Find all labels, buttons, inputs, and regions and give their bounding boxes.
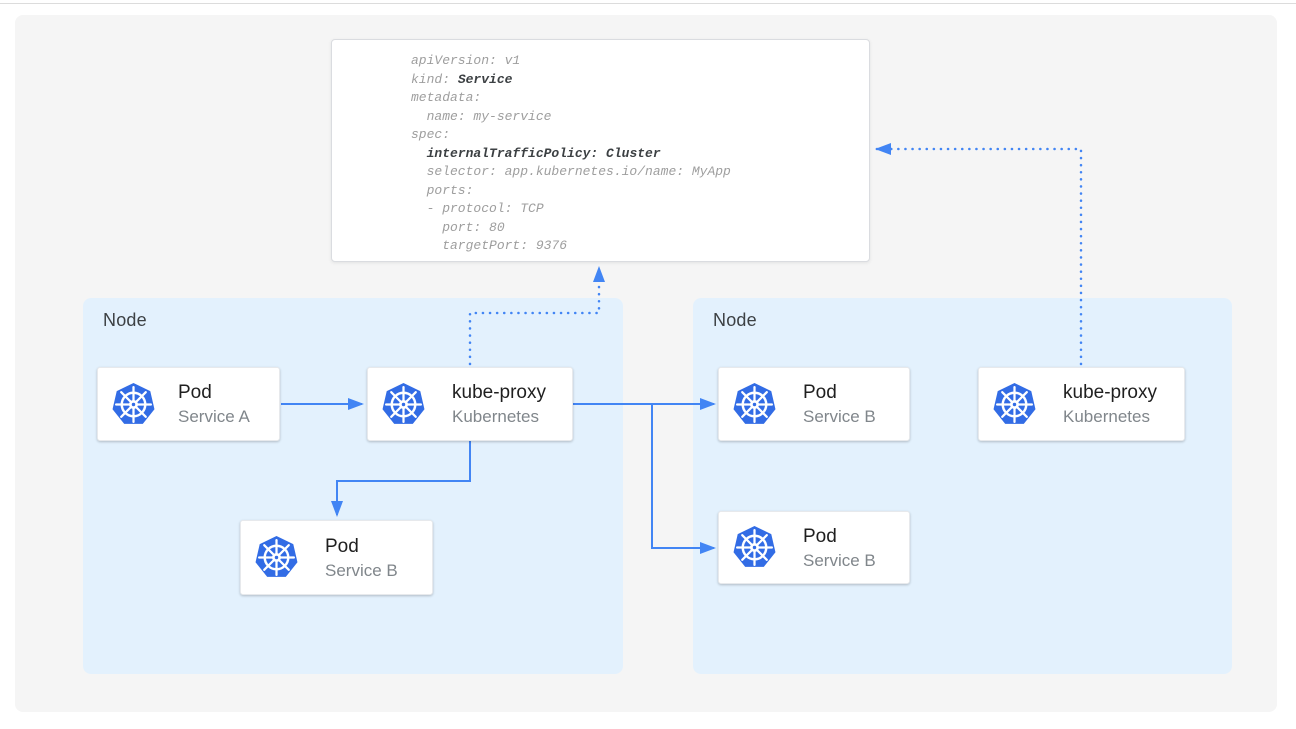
card-subtitle: Service B bbox=[325, 560, 398, 580]
card-text: Pod Service B bbox=[803, 380, 876, 428]
kubernetes-icon bbox=[733, 526, 776, 567]
card-title: kube-proxy bbox=[452, 382, 546, 403]
node-panel-right: Node bbox=[693, 298, 1232, 674]
kubernetes-icon bbox=[112, 382, 155, 424]
code-line: kind: Service bbox=[411, 71, 513, 87]
code-line: name: my-service bbox=[411, 108, 552, 124]
card-subtitle: Kubernetes bbox=[1063, 407, 1150, 426]
code-line: selector: app.kubernetes.io/name: MyApp bbox=[411, 164, 731, 179]
page-top-divider bbox=[0, 3, 1296, 4]
card-text: kube-proxy Kubernetes bbox=[1063, 380, 1157, 428]
card-subtitle: Service B bbox=[803, 550, 876, 570]
card-text: Pod Service A bbox=[178, 380, 250, 428]
service-yaml-card: apiVersion: v1 kind: Service metadata: n… bbox=[331, 39, 870, 262]
node-label: Node bbox=[713, 310, 757, 330]
code-line: apiVersion: v1 bbox=[411, 53, 521, 68]
yaml-code-block: apiVersion: v1 kind: Service metadata: n… bbox=[411, 52, 861, 256]
code-line: targetPort: 9376 bbox=[411, 238, 568, 253]
card-title: Pod bbox=[803, 525, 837, 547]
kubernetes-icon bbox=[993, 382, 1036, 424]
card-pod-service-b-right-bottom: Pod Service B bbox=[718, 511, 910, 584]
card-title: kube-proxy bbox=[1063, 382, 1157, 403]
card-text: kube-proxy Kubernetes bbox=[452, 380, 546, 428]
code-line: port: 80 bbox=[411, 219, 505, 235]
card-title: Pod bbox=[325, 535, 359, 557]
kubernetes-icon bbox=[255, 536, 298, 577]
card-kube-proxy-right: kube-proxy Kubernetes bbox=[978, 367, 1185, 441]
card-kube-proxy-left: kube-proxy Kubernetes bbox=[367, 367, 573, 441]
card-pod-service-b-right-top: Pod Service B bbox=[718, 367, 910, 441]
code-line: ports: bbox=[411, 182, 474, 198]
card-subtitle: Service B bbox=[803, 407, 876, 426]
card-pod-service-a: Pod Service A bbox=[97, 367, 280, 441]
card-subtitle: Service A bbox=[178, 407, 250, 426]
card-title: Pod bbox=[178, 382, 212, 403]
card-pod-service-b-left: Pod Service B bbox=[240, 520, 433, 595]
card-text: Pod Service B bbox=[803, 524, 876, 572]
code-line: spec: bbox=[411, 127, 451, 142]
card-subtitle: Kubernetes bbox=[452, 407, 539, 426]
kubernetes-icon bbox=[733, 382, 776, 424]
card-title: Pod bbox=[803, 382, 837, 403]
kubernetes-icon bbox=[382, 382, 425, 424]
code-line: - protocol: TCP bbox=[411, 201, 544, 216]
node-panel-left: Node bbox=[83, 298, 623, 674]
node-label: Node bbox=[103, 310, 147, 330]
code-line: metadata: bbox=[411, 90, 482, 105]
card-text: Pod Service B bbox=[325, 534, 398, 582]
code-line: internalTrafficPolicy: Cluster bbox=[426, 145, 661, 161]
